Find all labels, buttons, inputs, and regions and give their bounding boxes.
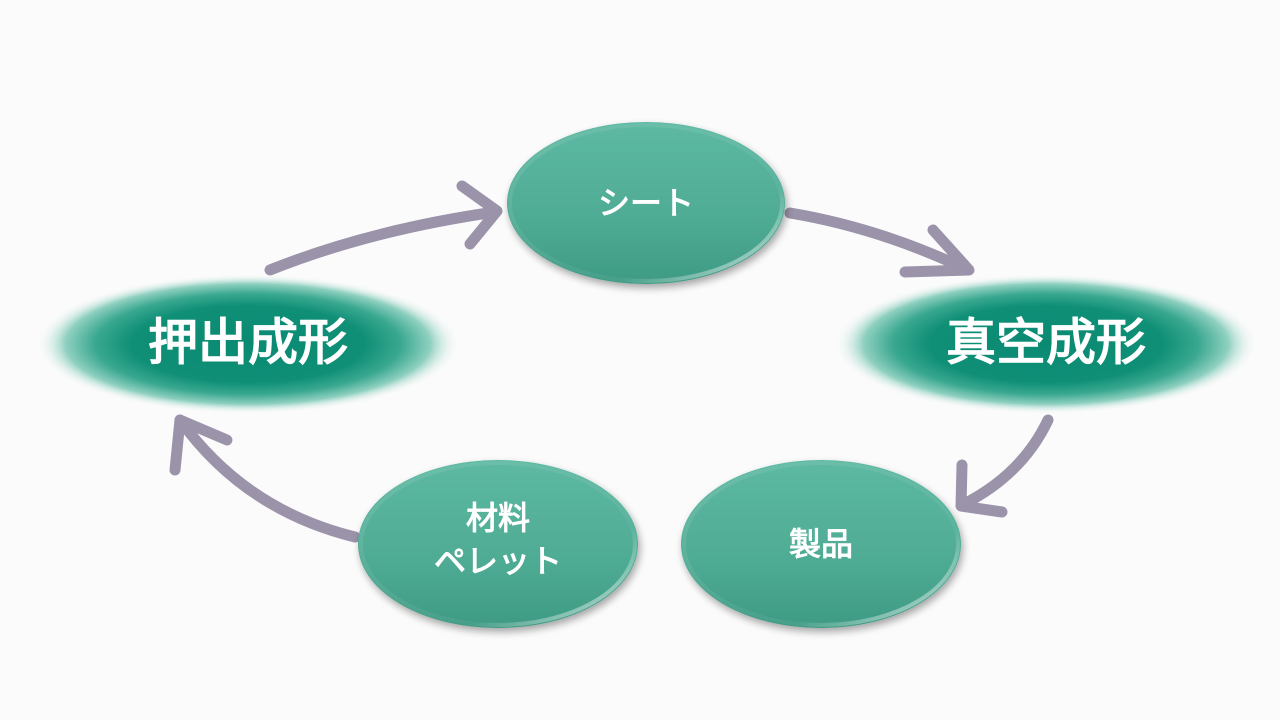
arrow-extrusion-to-sheet (264, 180, 503, 276)
node-product-label: 製品 (789, 525, 853, 563)
node-sheet: シート (507, 122, 785, 284)
node-vacuum-label: 真空成形 (946, 314, 1146, 372)
node-vacuum: 真空成形 (834, 274, 1258, 414)
arrow-vacuum-to-product (955, 414, 1054, 518)
node-extrusion: 押出成形 (36, 274, 460, 414)
node-material: 材料 ペレット (358, 460, 638, 628)
arrow-sheet-to-vacuum (784, 207, 975, 278)
node-extrusion-label: 押出成形 (148, 314, 348, 372)
arrow-material-to-extrusion (169, 414, 361, 543)
node-product: 製品 (681, 460, 961, 628)
node-material-label-line2: ペレット (434, 542, 562, 580)
node-material-label-line1: 材料 (466, 499, 530, 537)
node-sheet-label: シート (598, 184, 694, 222)
